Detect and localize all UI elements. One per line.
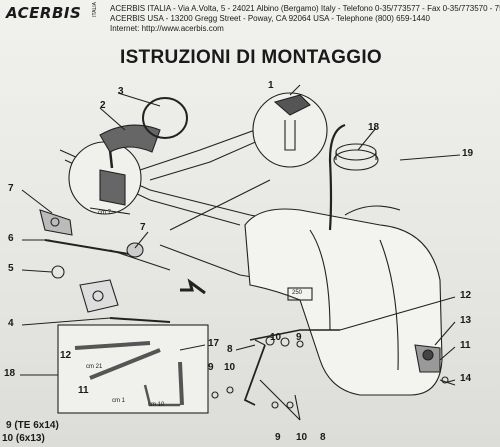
callout-2: 2: [100, 100, 106, 111]
label-250: 250: [292, 290, 303, 296]
callout-11a: 11: [460, 340, 471, 351]
page-title: ISTRUZIONI DI MONTAGGIO: [120, 47, 382, 68]
callout-18a: 18: [368, 122, 380, 133]
callout-9b: 9: [208, 362, 214, 373]
callout-19: 19: [462, 148, 474, 159]
callout-12b: 12: [60, 350, 72, 361]
callout-18b: 18: [4, 368, 16, 379]
internet-address: Internet: http://www.acerbis.com: [110, 24, 224, 33]
callout-10a: 10: [270, 332, 282, 343]
callout-10c: 10: [296, 432, 308, 443]
callout-11b: 11: [78, 385, 89, 396]
legend-10: 10 (6x13): [2, 433, 45, 444]
acerbis-logo: ACERBIS: [6, 4, 82, 22]
callout-7a: 7: [8, 183, 14, 194]
callout-10b: 10: [224, 362, 236, 373]
callout-8b: 8: [320, 432, 326, 443]
label-cm7: cm 7: [98, 210, 112, 216]
callout-4: 4: [8, 318, 14, 329]
label-cm21: cm 21: [86, 364, 103, 370]
label-cm10: cm 10: [148, 402, 165, 408]
legend-9: 9 (TE 6x14): [6, 420, 59, 431]
callout-3: 3: [118, 86, 124, 97]
callout-8a: 8: [227, 344, 233, 355]
callout-6: 6: [8, 233, 14, 244]
callout-12a: 12: [460, 290, 472, 301]
callout-5: 5: [8, 263, 14, 274]
callout-1: 1: [268, 80, 274, 91]
callout-14: 14: [460, 373, 472, 384]
callout-9a: 9: [296, 332, 302, 343]
callout-17: 17: [208, 338, 220, 349]
address-usa: ACERBIS USA - 13200 Gregg Street - Poway…: [110, 14, 430, 23]
callout-13: 13: [460, 315, 472, 326]
callout-7b: 7: [140, 222, 146, 233]
label-cm1: cm 1: [112, 398, 126, 404]
address-italy: ACERBIS ITALIA - Via A.Volta, 5 - 24021 …: [110, 4, 500, 13]
callout-9c: 9: [275, 432, 281, 443]
